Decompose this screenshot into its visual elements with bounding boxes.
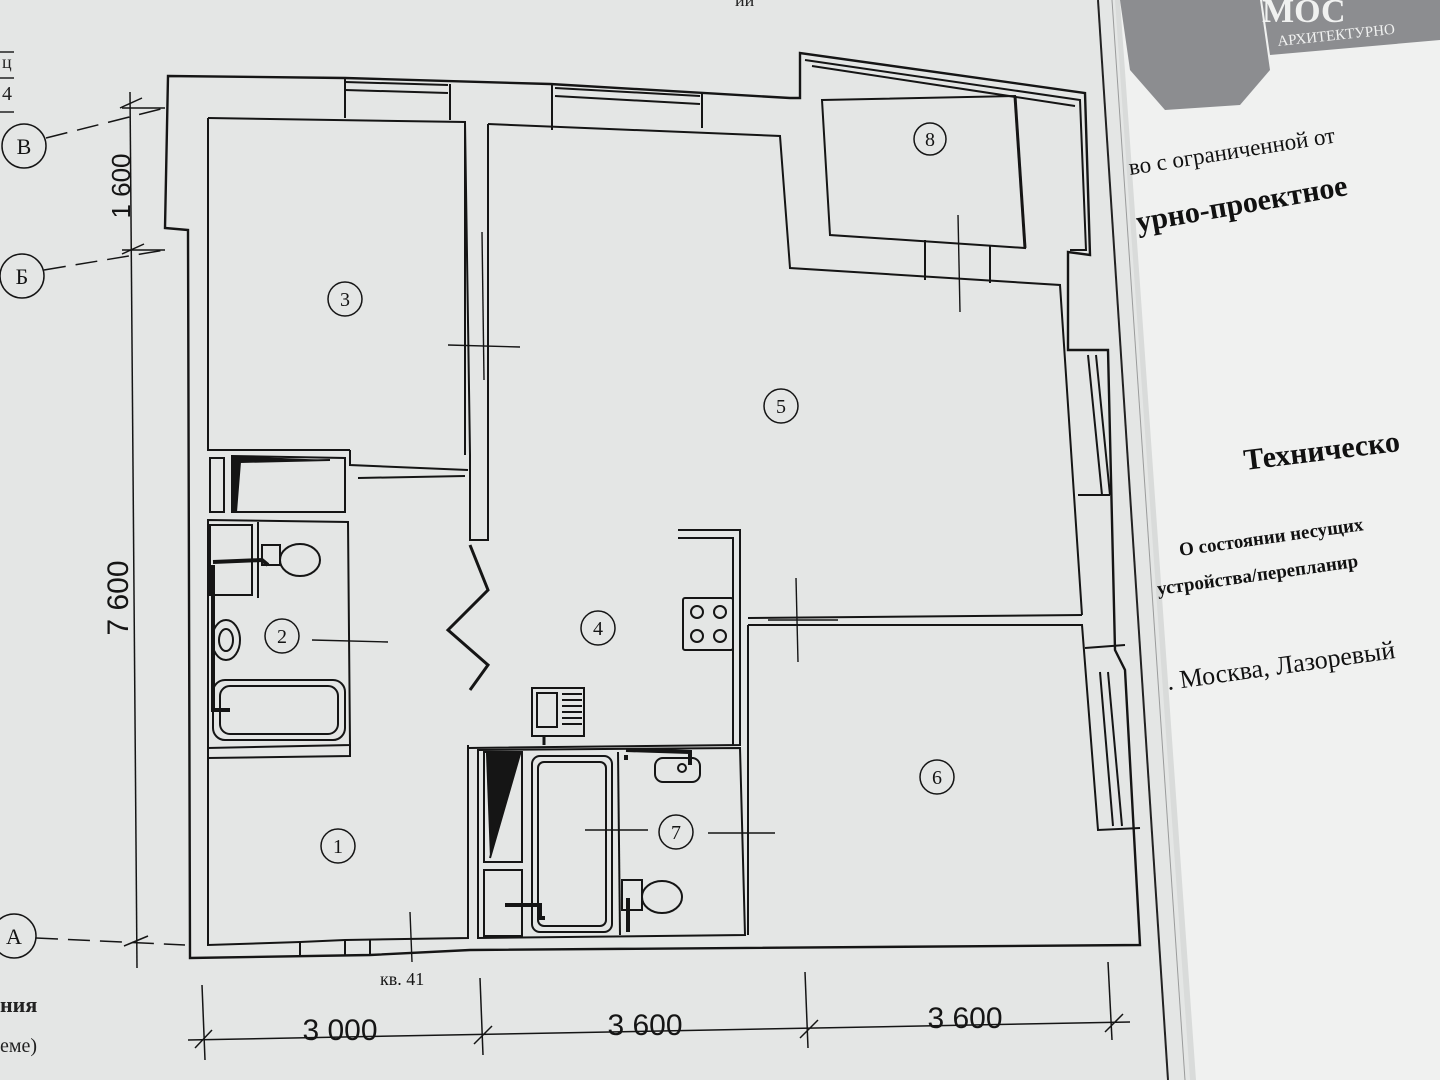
dim-bottom-3: 3 600: [927, 1002, 1002, 1035]
svg-text:4: 4: [593, 618, 603, 640]
svg-text:5: 5: [776, 396, 786, 418]
toilet-7-icon: [621, 879, 683, 914]
svg-text:7: 7: [671, 822, 681, 844]
apartment-label: кв. 41: [380, 969, 424, 989]
svg-text:МОС: МОС: [1262, 0, 1346, 30]
room-labels: 1 2 3 4 5 6 7 8: [264, 122, 955, 864]
axis-marker-a: А: [0, 913, 186, 959]
svg-text:А: А: [6, 924, 22, 949]
room-label-6: 6: [919, 759, 955, 795]
room-label-4: 4: [580, 610, 616, 646]
room-label-3: 3: [327, 281, 363, 317]
axis-marker-v: В: [1, 107, 166, 169]
bathroom-7-walls: [477, 746, 747, 940]
company-logo: МОС АРХИТЕКТУРНО: [1120, 0, 1440, 110]
dim-bottom-1: 3 000: [302, 1014, 377, 1047]
floor-plan: [163, 51, 1142, 963]
bathtub-7-icon: [531, 755, 613, 933]
room-label-7: 7: [658, 814, 694, 850]
stove-icon: [682, 597, 734, 651]
room-label-5: 5: [763, 388, 799, 424]
svg-text:8: 8: [925, 129, 935, 151]
entrance-door: [445, 544, 491, 691]
bathtub-icon: [212, 679, 346, 741]
svg-text:Б: Б: [16, 264, 29, 289]
room-label-2: 2: [264, 618, 300, 654]
top-fragment: ий: [735, 0, 755, 10]
axis-marker-b: Б: [0, 249, 166, 299]
left-fragment-2: 4: [2, 83, 12, 105]
svg-text:2: 2: [277, 626, 287, 648]
left-fragment-4: еме): [0, 1035, 37, 1057]
dim-bottom-2: 3 600: [607, 1009, 682, 1042]
dim-left-upper: 1 600: [106, 153, 136, 218]
left-fragment-3: ния: [0, 992, 37, 1017]
toilet-icon: [261, 543, 321, 577]
svg-text:1: 1: [333, 836, 343, 858]
svg-text:В: В: [17, 134, 32, 159]
left-fragment-1: ц: [2, 52, 12, 72]
right-page: МОС АРХИТЕКТУРНО во с ограниченной от ур…: [1120, 0, 1440, 1080]
room-label-8: 8: [913, 122, 947, 156]
sink-icon: [211, 619, 241, 661]
kitchen-counter: [467, 529, 741, 749]
dimension-values: 3 000 3 600 3 600 1 600 7 600: [102, 153, 1003, 1047]
dimension-lines: [119, 91, 1131, 1061]
balcony-outline: [804, 59, 1088, 251]
outer-wall: [163, 51, 1142, 960]
dim-left-total: 7 600: [102, 560, 135, 635]
room-label-1: 1: [320, 828, 356, 864]
svg-text:6: 6: [932, 767, 942, 789]
sink-7-icon: [654, 757, 701, 783]
left-page-fragments: ц 4 ния еме) ий: [0, 0, 755, 1057]
kitchen-sink-icon: [531, 687, 585, 745]
svg-text:3: 3: [340, 289, 350, 311]
axis-markers: В Б А: [0, 107, 186, 959]
